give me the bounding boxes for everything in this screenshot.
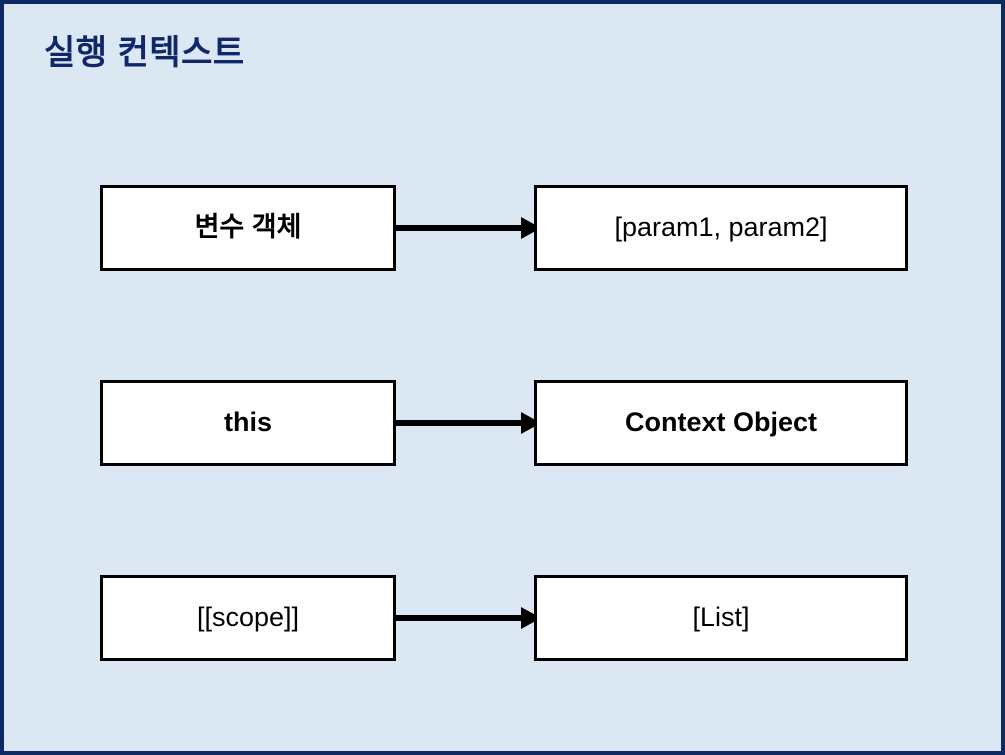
node-right-context-object[interactable]: Context Object [534, 380, 908, 466]
node-left-this[interactable]: this [100, 380, 396, 466]
node-right-list[interactable]: [List] [534, 575, 908, 661]
diagram-row: [[scope]] [List] [4, 575, 1001, 663]
node-left-variable-object[interactable]: 변수 객체 [100, 185, 396, 271]
node-left-scope[interactable]: [[scope]] [100, 575, 396, 661]
diagram-row: this Context Object [4, 380, 1001, 468]
node-right-params[interactable]: [param1, param2] [534, 185, 908, 271]
diagram-row: 변수 객체 [param1, param2] [4, 185, 1001, 273]
page-title: 실행 컨텍스트 [44, 34, 245, 72]
connector-arrow-row-1 [395, 185, 541, 271]
connector-arrow-row-3 [395, 575, 541, 661]
connector-arrow-row-2 [395, 380, 541, 466]
